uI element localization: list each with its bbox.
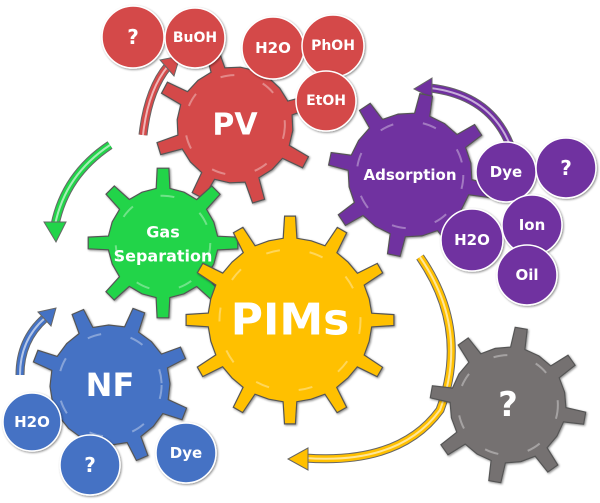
gear-pv: PV	[156, 46, 314, 204]
gear-pims-label: PIMs	[231, 295, 350, 346]
gear-pims: PIMs	[185, 215, 395, 425]
gear-unknown-shape	[429, 326, 587, 484]
bubble-adsorption-2: H2O	[440, 208, 504, 272]
bubble-label: EtOH	[306, 93, 346, 109]
gear-nf: NF	[32, 307, 188, 463]
bubble-adsorption-3: Ion	[501, 194, 563, 256]
bubble-adsorption-0: Dye	[475, 141, 537, 203]
bubble-pv-4: EtOH	[295, 70, 357, 132]
gear-nf-label: NF	[86, 366, 135, 404]
bubble-label: H2O	[14, 413, 50, 431]
bubble-label: Ion	[519, 216, 546, 234]
gear-unknown-label: ?	[498, 385, 518, 425]
bubble-label: ?	[560, 156, 572, 180]
bubble-label: Dye	[170, 444, 202, 462]
gear-adsorption-label: Adsorption	[363, 166, 456, 184]
bubble-pv-1: BuOH	[164, 7, 226, 69]
gear-pims-shape	[185, 215, 395, 425]
arrow-nf-icon	[15, 307, 57, 376]
arrow-pims-icon	[286, 254, 456, 471]
bubble-label: ?	[127, 25, 139, 49]
bubble-nf-0: H2O	[2, 392, 62, 452]
bubble-label: ?	[84, 453, 96, 477]
bubble-label: H2O	[255, 39, 291, 57]
arrow-pv-icon	[138, 55, 181, 136]
gear-pv-label: PV	[212, 108, 258, 143]
bubble-nf-1: ?	[59, 434, 121, 496]
bubble-pv-3: PhOH	[301, 14, 365, 78]
gear-unknown: ?	[429, 326, 587, 484]
gear-gas-label: Separation	[114, 247, 213, 266]
arrow-gas-icon	[43, 141, 113, 244]
bubble-pv-2: H2O	[241, 16, 305, 80]
gear-gas-shape	[87, 167, 239, 319]
bubble-adsorption-4: Oil	[496, 244, 558, 306]
gear-gas-label: Gas	[146, 223, 179, 242]
bubble-label: PhOH	[311, 38, 355, 54]
bubble-label: Oil	[515, 266, 538, 284]
bubble-label: BuOH	[173, 30, 217, 46]
bubble-adsorption-1: ?	[535, 137, 597, 199]
bubble-nf-2: Dye	[155, 422, 217, 484]
bubble-label: H2O	[454, 231, 490, 249]
bubble-label: Dye	[490, 163, 522, 181]
gear-adsorption: Adsorption	[327, 92, 493, 258]
bubble-pv-0: ?	[101, 5, 165, 69]
arrow-adsorption-icon	[412, 77, 515, 147]
